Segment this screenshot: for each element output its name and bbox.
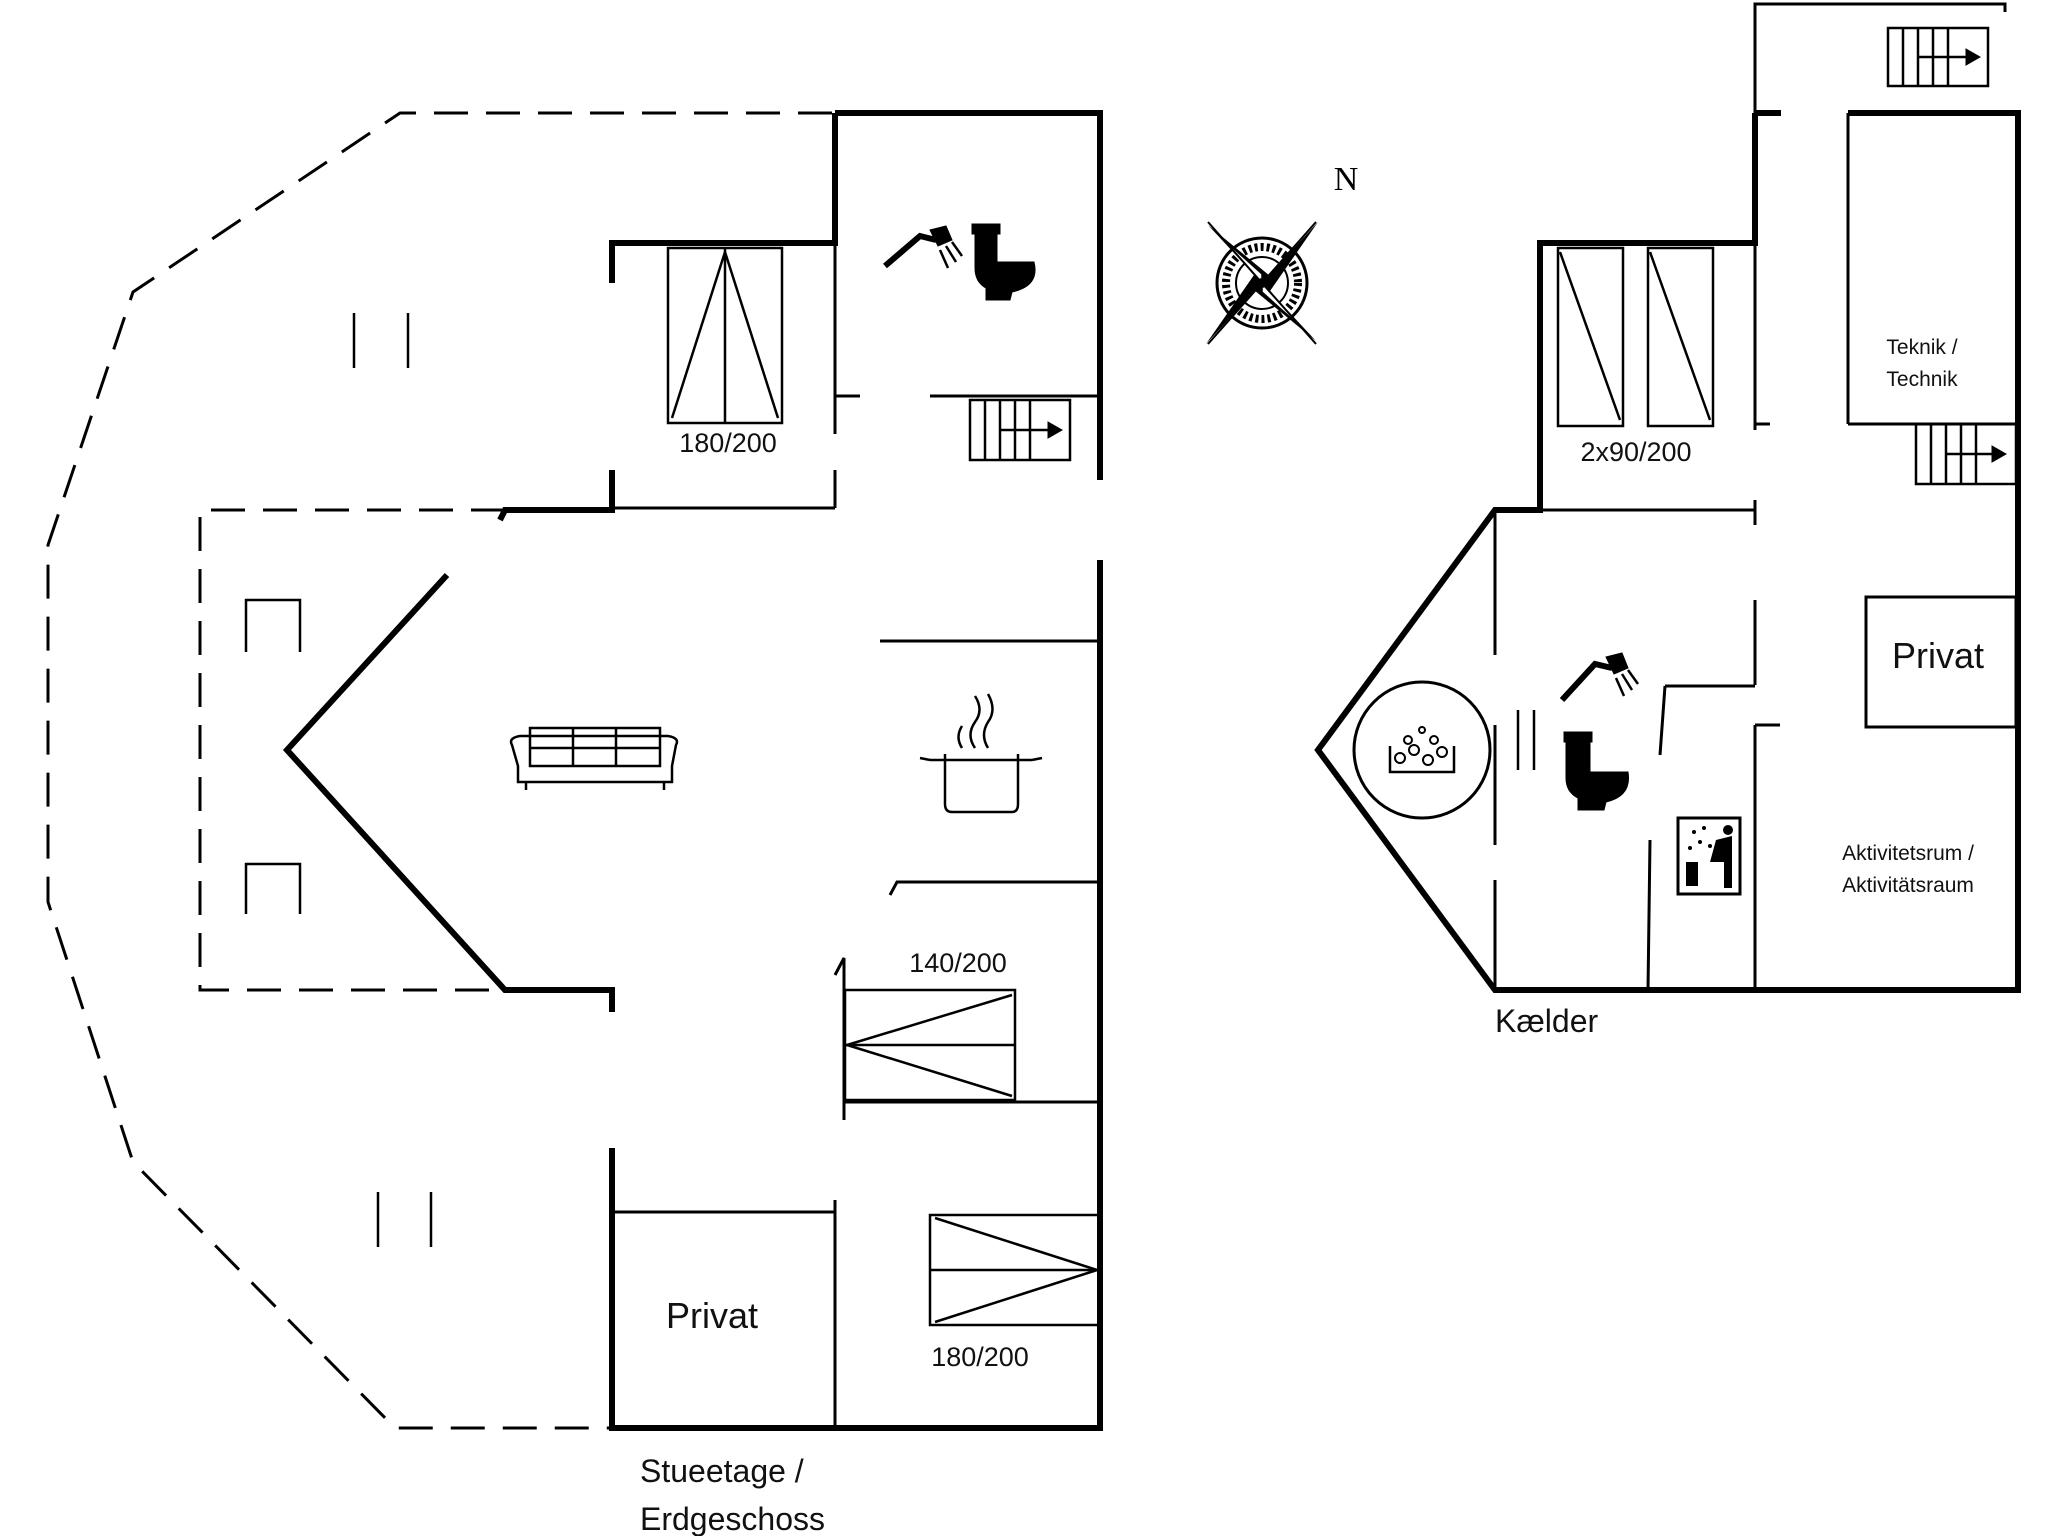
- cooking-pot-icon: [919, 693, 1043, 814]
- ground-floor-outer-wall: [282, 110, 1103, 1431]
- bathroom-window-marks: [1516, 710, 1536, 770]
- activity-room-label-line1: Aktivitetsrum /: [1842, 842, 1974, 865]
- basement-plan: 2x90/200 Teknik / Technik Privat Aktivit…: [1314, 2, 2021, 1039]
- ground-floor-name-line2: Erdgeschoss: [640, 1501, 825, 1536]
- bed-140-icon: [843, 988, 1017, 1102]
- basement-toilet-icon: [1563, 731, 1630, 811]
- hot-tub-icon: [1352, 680, 1492, 820]
- technik-label-line2: Technik: [1886, 368, 1958, 391]
- basement-stair-icon: [1914, 422, 2018, 486]
- bed-top-size-label: 180/200: [679, 428, 777, 458]
- stair-icon: [968, 398, 1072, 462]
- ground-floor-name-line1: Stueetage /: [640, 1453, 804, 1489]
- bed-bottom-size-label: 180/200: [931, 1342, 1029, 1372]
- entrance-stair-enclosure: [1753, 2, 2007, 113]
- shower-icon: [883, 225, 964, 269]
- technik-label-line1: Teknik /: [1886, 336, 1957, 359]
- bed-180-icon: [928, 1213, 1102, 1327]
- covered-terrace-outline: [198, 508, 505, 992]
- sofa-icon: [509, 726, 679, 790]
- middle-bedroom-walls: [833, 957, 1100, 1120]
- ground-private-room-label: Privat: [666, 1295, 758, 1336]
- north-label: N: [1334, 161, 1359, 198]
- double-bed-icon: [666, 246, 784, 425]
- basement-private-room: [1864, 595, 2018, 729]
- terrace-chair-icon: [244, 598, 302, 914]
- compass-rose-icon: [1206, 221, 1318, 345]
- bathroom-wall: [833, 243, 1100, 508]
- basement-outer-wall: [1314, 110, 2021, 993]
- activity-room-label-line2: Aktivitätsraum: [1842, 874, 1974, 897]
- terrace-outline: [46, 111, 832, 1430]
- basement-shower-icon: [1559, 652, 1640, 703]
- twin-beds-size-label: 2x90/200: [1580, 437, 1691, 467]
- private-room-walls: [612, 1200, 837, 1428]
- basement-name-label: Kælder: [1495, 1003, 1599, 1039]
- sauna-icon: [1676, 816, 1742, 896]
- kitchen-bottom-wall: [888, 880, 1100, 896]
- entrance-stair-icon: [1886, 26, 1990, 88]
- terrace-window-marks: [352, 313, 433, 1247]
- toilet-icon: [971, 223, 1036, 301]
- bed-middle-size-label: 140/200: [909, 948, 1007, 978]
- basement-private-room-label: Privat: [1892, 635, 1984, 676]
- ground-floor-plan: 180/200 140/200 180/200 Privat Stueetage…: [46, 110, 1103, 1536]
- twin-beds-icon: [1556, 246, 1715, 428]
